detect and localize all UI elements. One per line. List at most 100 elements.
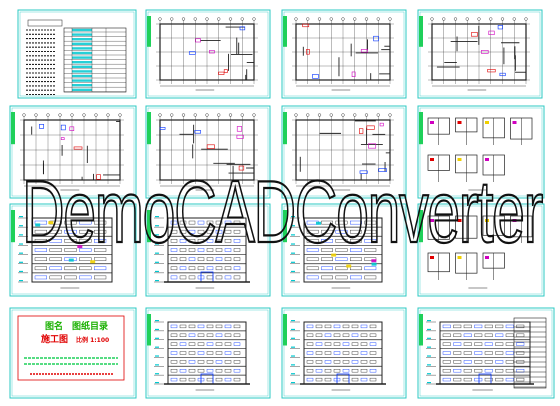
window bbox=[170, 324, 178, 329]
sheet-title-stripe bbox=[283, 314, 287, 346]
window bbox=[197, 369, 205, 373]
detail-color-mark bbox=[512, 219, 517, 222]
plan-fixture bbox=[209, 50, 215, 54]
window bbox=[215, 377, 223, 382]
window bbox=[360, 342, 368, 346]
window bbox=[333, 324, 341, 329]
window bbox=[197, 342, 205, 346]
window bbox=[321, 266, 333, 271]
level-tag bbox=[427, 337, 431, 339]
level-tag bbox=[291, 270, 295, 273]
sheet-border bbox=[145, 307, 271, 399]
plan-axis-bubble bbox=[205, 113, 209, 117]
window bbox=[233, 377, 241, 382]
window bbox=[215, 342, 223, 346]
plan-axis-bubble bbox=[181, 113, 186, 117]
window bbox=[484, 342, 493, 346]
window bbox=[197, 266, 205, 271]
window bbox=[364, 220, 377, 225]
window bbox=[453, 351, 462, 355]
sheet-inner-border bbox=[11, 107, 135, 197]
window bbox=[197, 257, 205, 261]
level-tag bbox=[291, 346, 295, 348]
window bbox=[442, 360, 451, 364]
plan-axis-bubble bbox=[228, 17, 233, 21]
window bbox=[79, 229, 92, 234]
detail-color-mark bbox=[457, 158, 462, 161]
window bbox=[321, 248, 333, 252]
window bbox=[233, 324, 241, 329]
window bbox=[233, 369, 241, 373]
window bbox=[360, 360, 368, 364]
drawing-sheet-elevation-2 bbox=[145, 307, 271, 399]
sheet-inner-border bbox=[19, 11, 135, 97]
plan-fixture bbox=[306, 49, 310, 55]
detail-color-mark bbox=[485, 256, 489, 259]
window bbox=[505, 342, 514, 346]
window bbox=[351, 342, 359, 346]
window bbox=[224, 220, 232, 225]
plan-fixture bbox=[73, 146, 83, 150]
window bbox=[233, 229, 241, 234]
plan-axis-bubble bbox=[22, 113, 26, 117]
index-table-cell-highlight bbox=[72, 84, 92, 87]
window bbox=[351, 369, 359, 373]
plan-axis-bubble bbox=[341, 17, 345, 21]
plan-axis-bubble bbox=[329, 17, 333, 21]
plan-fixture bbox=[223, 69, 228, 73]
window bbox=[215, 229, 223, 234]
window bbox=[179, 257, 187, 261]
window bbox=[351, 351, 359, 355]
plan-fixture bbox=[359, 170, 368, 174]
window bbox=[306, 239, 319, 243]
window bbox=[179, 229, 187, 234]
sheet-border bbox=[417, 307, 555, 399]
plan-axis-bubble bbox=[388, 17, 392, 21]
plan-axis-bubble bbox=[205, 17, 209, 21]
level-tag bbox=[155, 252, 159, 254]
window bbox=[215, 266, 223, 271]
plan-axis-bubble bbox=[353, 17, 357, 21]
window bbox=[321, 220, 333, 225]
section-fill bbox=[346, 264, 352, 268]
window bbox=[197, 360, 205, 364]
plan-axis-bubble bbox=[306, 17, 310, 21]
window bbox=[516, 342, 525, 346]
drawing-sheet-elevation-1 bbox=[145, 203, 271, 297]
level-tag bbox=[291, 382, 295, 384]
window bbox=[179, 351, 187, 355]
cover-frame bbox=[17, 315, 125, 381]
window bbox=[505, 351, 514, 355]
window bbox=[224, 377, 232, 382]
window bbox=[233, 220, 241, 225]
level-tag bbox=[155, 346, 159, 348]
detail-color-mark bbox=[430, 256, 434, 259]
window bbox=[188, 220, 196, 225]
window bbox=[215, 351, 223, 355]
window bbox=[79, 220, 92, 225]
plan-fixture bbox=[236, 126, 243, 132]
window bbox=[369, 342, 377, 346]
index-table-cell-highlight bbox=[72, 51, 92, 55]
drawing-sheet-elevation-3 bbox=[281, 307, 407, 399]
index-table-cell-highlight bbox=[72, 61, 92, 64]
window bbox=[306, 266, 319, 271]
plan-fixture bbox=[481, 50, 489, 54]
window bbox=[453, 333, 462, 337]
window bbox=[342, 324, 350, 329]
plan-axis-bubble bbox=[158, 17, 162, 21]
window bbox=[233, 239, 241, 243]
index-table-cell-highlight bbox=[72, 38, 92, 41]
window bbox=[350, 220, 362, 225]
window bbox=[516, 351, 525, 355]
plan-axis-bubble bbox=[252, 113, 256, 117]
window bbox=[315, 342, 323, 346]
window bbox=[197, 333, 205, 337]
window bbox=[324, 351, 332, 355]
plan-fixture bbox=[39, 124, 45, 129]
window bbox=[170, 220, 178, 225]
window bbox=[351, 377, 359, 382]
window bbox=[442, 369, 451, 373]
window bbox=[474, 360, 483, 364]
cover-title-right: 图纸目录 bbox=[72, 320, 108, 332]
